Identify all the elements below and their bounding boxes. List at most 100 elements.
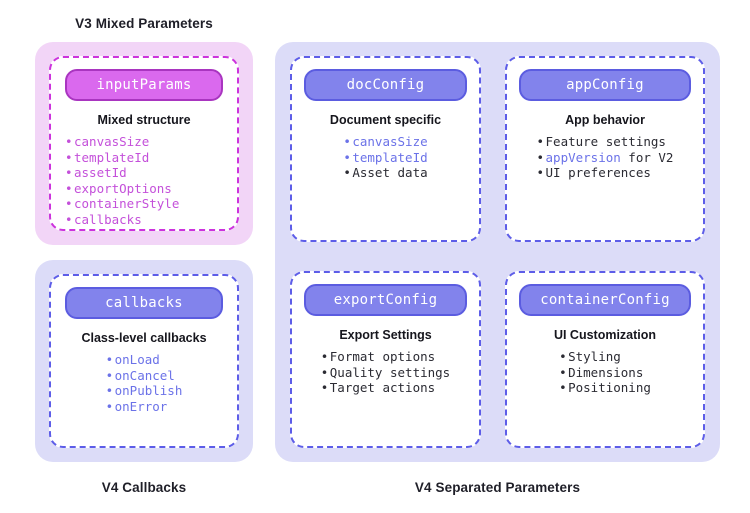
bullet-label: callbacks bbox=[74, 211, 142, 227]
bullet-dot: • bbox=[536, 134, 545, 149]
bullet-label: templateId bbox=[74, 149, 150, 165]
card-app-config[interactable]: appConfig App behavior •Feature settings… bbox=[505, 56, 705, 242]
list-item: •callbacks bbox=[65, 212, 237, 228]
bullet-dot: • bbox=[343, 149, 351, 165]
bullet-label: onPublish bbox=[114, 383, 183, 398]
bullet-dot: • bbox=[105, 383, 114, 398]
pill-export-config[interactable]: exportConfig bbox=[304, 284, 467, 316]
group-v4-callbacks: callbacks Class-level callbacks •onLoad … bbox=[35, 260, 253, 462]
pill-container-config-label: containerConfig bbox=[540, 292, 670, 308]
list-item: •onCancel bbox=[106, 368, 183, 384]
bullet-dot: • bbox=[343, 134, 351, 149]
pill-container-config[interactable]: containerConfig bbox=[519, 284, 691, 316]
bullet-label: containerStyle bbox=[74, 196, 180, 211]
card-doc-config-body: Document specific •canvasSize •templateI… bbox=[292, 113, 479, 182]
card-container-config[interactable]: containerConfig UI Customization •Stylin… bbox=[505, 271, 705, 448]
card-app-config-subhead: App behavior bbox=[565, 113, 645, 127]
list-item: •exportOptions bbox=[65, 181, 237, 197]
card-input-params-bullets: •canvasSize •templateId •assetId •export… bbox=[51, 134, 237, 227]
caption-v3: V3 Mixed Parameters bbox=[75, 16, 213, 31]
bullet-label: Feature settings bbox=[545, 134, 666, 149]
bullet-dot: • bbox=[105, 367, 114, 383]
caption-v4-separated: V4 Separated Parameters bbox=[414, 480, 581, 495]
bullet-label: Quality settings bbox=[329, 364, 451, 380]
bullet-label: templateId bbox=[352, 149, 428, 165]
card-export-config-bullets: •Format options •Quality settings •Targe… bbox=[321, 349, 450, 396]
list-item: •onLoad bbox=[106, 352, 183, 368]
list-item: •canvasSize bbox=[65, 134, 237, 150]
list-item: •Feature settings bbox=[537, 134, 674, 150]
bullet-label: exportOptions bbox=[74, 180, 172, 196]
group-v4-separated-parameters: docConfig Document specific •canvasSize … bbox=[275, 42, 720, 462]
card-container-config-body: UI Customization •Styling •Dimensions •P… bbox=[507, 328, 703, 397]
bullet-dot: • bbox=[343, 165, 351, 180]
bullet-label: canvasSize bbox=[352, 134, 428, 149]
bullet-label: Styling bbox=[568, 349, 621, 364]
bullet-dot: • bbox=[536, 165, 545, 180]
list-item: •Asset data bbox=[343, 165, 427, 181]
list-item: •containerStyle bbox=[65, 196, 237, 212]
card-callbacks[interactable]: callbacks Class-level callbacks •onLoad … bbox=[49, 274, 239, 448]
bullet-label: Asset data bbox=[352, 165, 428, 180]
pill-callbacks[interactable]: callbacks bbox=[65, 287, 223, 319]
card-app-config-bullets: •Feature settings •appVersion for V2 •UI… bbox=[537, 134, 674, 181]
group-v3-mixed-parameters: inputParams Mixed structure •canvasSize … bbox=[35, 42, 253, 245]
list-item: •appVersion for V2 bbox=[537, 150, 674, 166]
list-item: •Format options bbox=[321, 349, 450, 365]
pill-callbacks-label: callbacks bbox=[105, 295, 183, 311]
list-item: •UI preferences bbox=[537, 165, 674, 181]
pill-input-params[interactable]: inputParams bbox=[65, 69, 223, 101]
card-input-params[interactable]: inputParams Mixed structure •canvasSize … bbox=[49, 56, 239, 231]
list-item: •onPublish bbox=[106, 383, 183, 399]
bullet-label: Dimensions bbox=[568, 364, 644, 380]
list-item: •canvasSize bbox=[343, 134, 427, 150]
list-item: •onError bbox=[106, 399, 183, 415]
bullet-dot: • bbox=[320, 364, 329, 380]
bullet-dot: • bbox=[105, 398, 114, 414]
bullet-label: onError bbox=[114, 398, 168, 414]
pill-input-params-label: inputParams bbox=[96, 77, 192, 93]
card-app-config-body: App behavior •Feature settings •appVersi… bbox=[507, 113, 703, 182]
bullet-label: canvasSize bbox=[74, 134, 150, 149]
bullet-label: appVersion bbox=[545, 149, 621, 165]
list-item: •Target actions bbox=[321, 380, 450, 396]
list-item: •Quality settings bbox=[321, 365, 450, 381]
card-doc-config-subhead: Document specific bbox=[329, 113, 442, 127]
list-item: •templateId bbox=[65, 150, 237, 166]
pill-doc-config[interactable]: docConfig bbox=[304, 69, 467, 101]
list-item: •Styling bbox=[559, 349, 651, 365]
card-callbacks-bullets: •onLoad •onCancel •onPublish •onError bbox=[106, 352, 183, 414]
card-callbacks-subhead: Class-level callbacks bbox=[81, 331, 207, 345]
bullet-dot: • bbox=[65, 149, 73, 165]
bullet-dot: • bbox=[65, 134, 73, 149]
card-doc-config-bullets: •canvasSize •templateId •Asset data bbox=[343, 134, 427, 181]
card-input-params-subhead: Mixed structure bbox=[97, 113, 191, 127]
bullet-dot: • bbox=[105, 352, 114, 367]
list-item: •Positioning bbox=[559, 380, 651, 396]
bullet-dot: • bbox=[320, 380, 329, 395]
card-export-config-subhead: Export Settings bbox=[339, 328, 432, 342]
bullet-label: Positioning bbox=[568, 380, 651, 395]
list-item: •assetId bbox=[65, 165, 237, 181]
pill-app-config[interactable]: appConfig bbox=[519, 69, 691, 101]
bullet-label: Target actions bbox=[329, 380, 436, 395]
bullet-label: onLoad bbox=[114, 352, 160, 367]
bullet-dot: • bbox=[559, 349, 567, 364]
card-export-config-body: Export Settings •Format options •Quality… bbox=[292, 328, 479, 397]
bullet-dot: • bbox=[536, 149, 545, 165]
bullet-dot: • bbox=[65, 196, 73, 211]
bullet-label: onCancel bbox=[114, 367, 175, 383]
bullet-suffix: for V2 bbox=[620, 149, 674, 165]
card-callbacks-body: Class-level callbacks •onLoad •onCancel … bbox=[51, 331, 237, 416]
list-item: •templateId bbox=[343, 150, 427, 166]
caption-v4-callbacks: V4 Callbacks bbox=[101, 480, 187, 495]
list-item: •Dimensions bbox=[559, 365, 651, 381]
bullet-label: UI preferences bbox=[545, 165, 651, 180]
card-container-config-bullets: •Styling •Dimensions •Positioning bbox=[559, 349, 651, 396]
card-doc-config[interactable]: docConfig Document specific •canvasSize … bbox=[290, 56, 481, 242]
bullet-label: assetId bbox=[74, 165, 127, 180]
bullet-dot: • bbox=[65, 211, 73, 227]
card-export-config[interactable]: exportConfig Export Settings •Format opt… bbox=[290, 271, 481, 448]
pill-export-config-label: exportConfig bbox=[333, 292, 438, 308]
